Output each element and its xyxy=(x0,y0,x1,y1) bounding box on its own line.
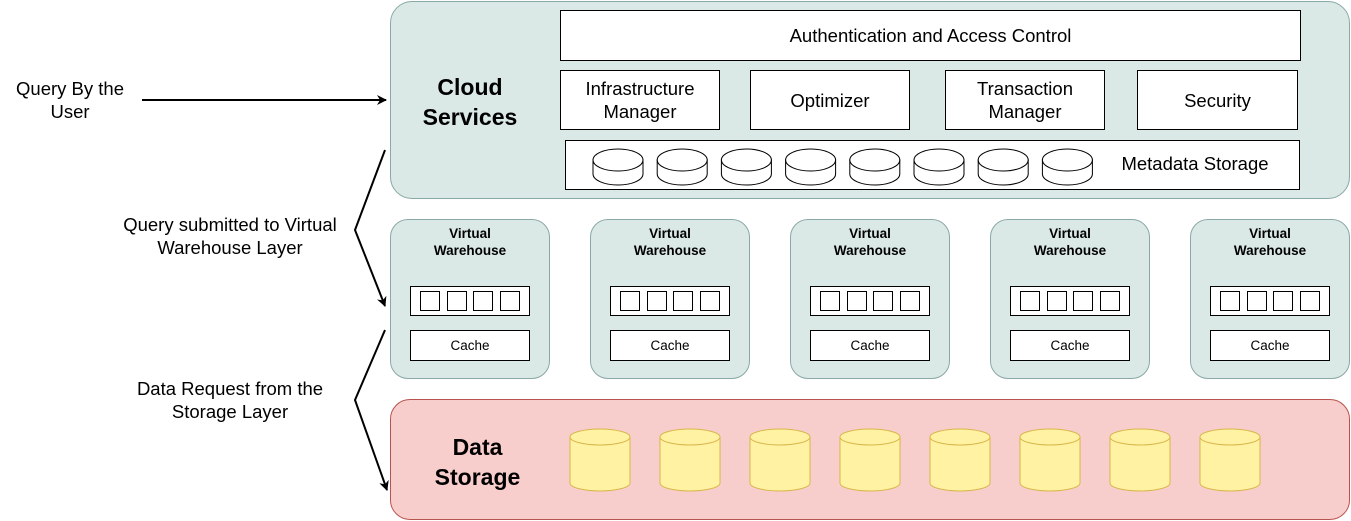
compute-slot xyxy=(819,291,840,311)
compute-slot xyxy=(1300,291,1321,311)
storage-cylinder-icon xyxy=(749,428,811,492)
compute-slot xyxy=(1046,291,1067,311)
security-label: Security xyxy=(1184,89,1251,111)
authentication-access-control-box: Authentication and Access Control xyxy=(560,10,1301,61)
compute-slot xyxy=(1246,291,1267,311)
transaction-manager-box: Transaction Manager xyxy=(945,70,1105,130)
storage-cylinder-icon xyxy=(1019,428,1081,492)
metadata-disk-icon xyxy=(1041,148,1093,186)
cloud-services-title: Cloud Services xyxy=(422,74,518,130)
cache-label: Cache xyxy=(1250,338,1290,353)
warehouse-cache-box: Cache xyxy=(1010,330,1130,361)
compute-slot xyxy=(446,291,467,311)
compute-slot xyxy=(1100,291,1121,311)
virtual-warehouse-5: Virtual Warehouse Cache xyxy=(1190,219,1350,379)
metadata-disk-icon xyxy=(785,148,837,186)
virtual-warehouse-4: Virtual Warehouse Cache xyxy=(990,219,1150,379)
infrastructure-manager-label: Infrastructure Manager xyxy=(585,78,695,122)
warehouse-cache-box: Cache xyxy=(410,330,530,361)
metadata-disk-icon xyxy=(913,148,965,186)
warehouse-compute-slots xyxy=(410,286,530,316)
infrastructure-manager-box: Infrastructure Manager xyxy=(560,70,720,130)
compute-slot xyxy=(473,291,494,311)
virtual-warehouse-title: Virtual Warehouse xyxy=(1233,226,1307,258)
compute-slot xyxy=(419,291,440,311)
storage-cylinder-icon xyxy=(569,428,631,492)
compute-slot xyxy=(900,291,921,311)
data-storage-cylinders xyxy=(569,428,1261,492)
virtual-warehouse-title: Virtual Warehouse xyxy=(1033,226,1107,258)
compute-slot xyxy=(846,291,867,311)
compute-slot xyxy=(1019,291,1040,311)
compute-slot xyxy=(1273,291,1294,311)
data-storage-title: Data Storage xyxy=(434,434,521,490)
warehouse-cache-box: Cache xyxy=(810,330,930,361)
cache-label: Cache xyxy=(650,338,690,353)
data-request-arrow xyxy=(353,329,389,491)
compute-slot xyxy=(673,291,694,311)
metadata-storage-disks xyxy=(592,148,1093,186)
security-box: Security xyxy=(1137,70,1298,130)
optimizer-label: Optimizer xyxy=(790,89,870,111)
warehouse-compute-slots xyxy=(1210,286,1330,316)
compute-slot xyxy=(700,291,721,311)
metadata-disk-icon xyxy=(849,148,901,186)
virtual-warehouse-1: Virtual Warehouse Cache xyxy=(390,219,550,379)
metadata-disk-icon xyxy=(977,148,1029,186)
cache-label: Cache xyxy=(450,338,490,353)
storage-cylinder-icon xyxy=(929,428,991,492)
compute-slot xyxy=(1073,291,1094,311)
compute-slot xyxy=(500,291,521,311)
virtual-warehouse-3: Virtual Warehouse Cache xyxy=(790,219,950,379)
storage-cylinder-icon xyxy=(839,428,901,492)
compute-slot xyxy=(1219,291,1240,311)
metadata-disk-icon xyxy=(720,148,772,186)
virtual-warehouse-title: Virtual Warehouse xyxy=(433,226,507,258)
authentication-access-control-label: Authentication and Access Control xyxy=(789,25,1072,46)
cache-label: Cache xyxy=(850,338,890,353)
warehouse-compute-slots xyxy=(610,286,730,316)
warehouse-compute-slots xyxy=(810,286,930,316)
compute-slot xyxy=(873,291,894,311)
warehouse-compute-slots xyxy=(1010,286,1130,316)
storage-cylinder-icon xyxy=(1199,428,1261,492)
metadata-disk-icon xyxy=(656,148,708,186)
cache-label: Cache xyxy=(1050,338,1090,353)
optimizer-box: Optimizer xyxy=(750,70,910,130)
metadata-storage-label: Metadata Storage xyxy=(1121,153,1269,174)
transaction-manager-label: Transaction Manager xyxy=(977,78,1073,122)
metadata-disk-icon xyxy=(592,148,644,186)
compute-slot xyxy=(619,291,640,311)
query-submitted-note: Query submitted to Virtual Warehouse Lay… xyxy=(123,214,337,258)
warehouse-cache-box: Cache xyxy=(610,330,730,361)
query-by-user-note: Query By the User xyxy=(16,78,124,122)
virtual-warehouse-2: Virtual Warehouse Cache xyxy=(590,219,750,379)
compute-slot xyxy=(646,291,667,311)
data-request-note: Data Request from the Storage Layer xyxy=(136,378,324,422)
virtual-warehouse-title: Virtual Warehouse xyxy=(833,226,907,258)
virtual-warehouse-title: Virtual Warehouse xyxy=(633,226,707,258)
storage-cylinder-icon xyxy=(1109,428,1171,492)
storage-cylinder-icon xyxy=(659,428,721,492)
warehouse-cache-box: Cache xyxy=(1210,330,1330,361)
query-submitted-arrow xyxy=(353,149,387,307)
